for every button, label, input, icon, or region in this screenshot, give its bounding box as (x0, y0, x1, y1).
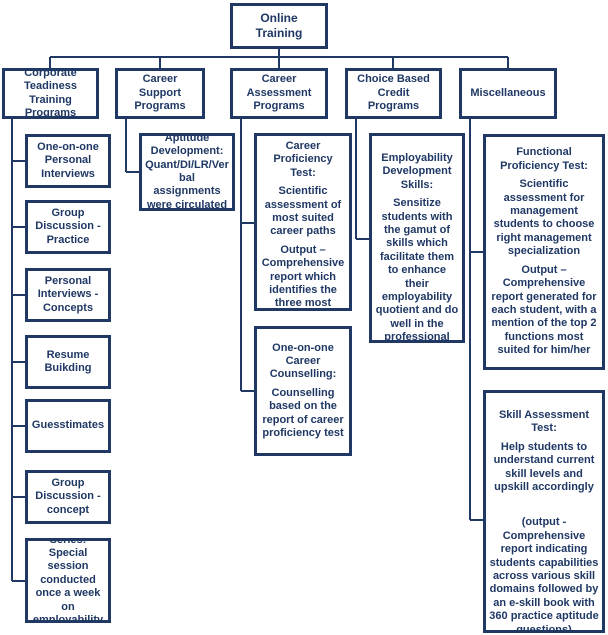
functional-proficiency-test-box: Functional Proficiency Test: Scientific … (483, 134, 605, 370)
career-proficiency-test-box: Career Proficiency Test: Scientific asse… (254, 133, 352, 311)
aptitude-development-box: Aptitude Development: Quant/DI/LR/Ver ba… (139, 133, 235, 211)
corporate-item: Resume Buikding (25, 335, 111, 389)
item-label: One-on-one Personal Interviews (37, 140, 99, 180)
employability-development-box: Employability Development Skills: Sensit… (369, 133, 465, 343)
corporate-item: One-on-one Personal Interviews (25, 134, 111, 188)
category-label: Choice Based Credit Programs (357, 73, 430, 113)
item-body: Scientific assessment for management stu… (493, 178, 595, 258)
item-title: Functional Proficiency Test: (500, 146, 588, 172)
skill-assessment-test-box: Skill Assessment Test: Help students to … (483, 390, 605, 633)
item-title: Career Proficiency Test: (273, 140, 333, 179)
category-label: Corporate Teadiness Training Programs (24, 68, 77, 119)
corporate-item: Edge'ucator Series: Special session cond… (25, 538, 111, 623)
root-label: Online Training (255, 11, 303, 40)
root-node: Online Training (230, 3, 328, 49)
category-label: Career Support Programs (134, 73, 186, 113)
category-corporate-readiness: Corporate Teadiness Training Programs (2, 68, 99, 119)
corporate-item: Group Discussion - Practice (25, 200, 111, 254)
category-label: Career Assessment Programs (246, 73, 312, 113)
item-label: Group Discussion - concept (35, 476, 101, 516)
item-output: (output - Comprehensive report indicatin… (489, 516, 599, 633)
category-career-assessment: Career Assessment Programs (230, 68, 328, 119)
item-label: Guesstimates (31, 419, 105, 432)
corporate-item: Guesstimates (25, 399, 111, 453)
career-counselling-box: One-on-one Career Counselling: Counselli… (254, 326, 352, 456)
corporate-item: Personal Interviews - Concepts (25, 268, 111, 322)
item-title: Aptitude Development: (150, 133, 224, 158)
item-body: Help students to understand current skil… (493, 440, 595, 494)
item-body: Quant/DI/LR/Ver bal assignments were cir… (145, 158, 229, 211)
item-label: Group Discussion - Practice (35, 206, 101, 246)
item-body: Sensitize students with the gamut of ski… (375, 197, 459, 343)
category-label: Miscellaneous (470, 86, 546, 99)
item-output: Output – Comprehensive report which iden… (261, 243, 345, 310)
category-miscellaneous: Miscellaneous (459, 68, 557, 119)
item-body: Counselling based on the report of caree… (262, 386, 344, 440)
corporate-item: Group Discussion - concept (25, 470, 111, 524)
item-label: Personal Interviews - Concepts (37, 274, 99, 314)
item-label: Resume Buikding (44, 348, 92, 374)
item-title: One-on-one Career Counselling: (269, 341, 337, 381)
item-body: Scientific assessment of most suited car… (264, 185, 342, 238)
category-choice-based-credit: Choice Based Credit Programs (345, 68, 442, 119)
category-career-support: Career Support Programs (115, 68, 205, 119)
item-label: Edge'ucator Series: Special session cond… (32, 538, 104, 623)
item-title: Employability Development Skills: (381, 152, 453, 191)
item-title: Skill Assessment Test: (498, 409, 590, 435)
item-output: Output – Comprehensive report generated … (491, 263, 597, 357)
